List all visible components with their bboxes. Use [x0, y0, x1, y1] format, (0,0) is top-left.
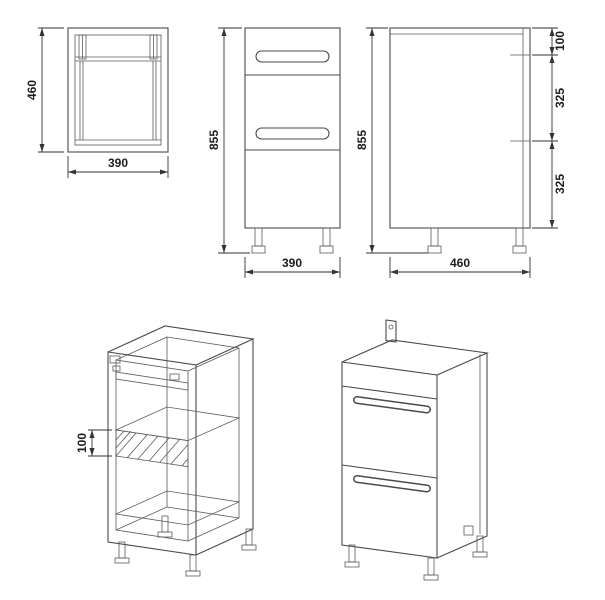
iso-carcass-view: 100 — [75, 325, 257, 577]
side-view-segment-dimensions: 100 325 325 — [532, 27, 567, 229]
iso-assembled-outline — [341, 339, 490, 559]
leg-plate — [463, 525, 474, 536]
dim-label-top-width: 390 — [108, 156, 128, 170]
dim-label-side-width: 460 — [450, 256, 470, 270]
iso-assembled-view — [341, 319, 490, 581]
hinge-plate — [112, 365, 121, 372]
top-view: 460 390 — [25, 27, 169, 178]
iso-carcass-shelf-dimension: 100 — [75, 429, 112, 457]
dim-label-top-height: 460 — [25, 80, 39, 100]
hinge-plate — [109, 355, 121, 364]
top-view-height-dimension: 460 — [25, 27, 64, 153]
top-view-outline — [67, 27, 169, 153]
front-view-width-dimension: 390 — [244, 256, 341, 278]
hatching — [115, 430, 189, 466]
side-view-outline — [389, 27, 531, 254]
iso-drawer-handles — [353, 396, 431, 493]
front-view: 855 390 — [207, 27, 341, 278]
front-view-outline — [244, 27, 341, 254]
dim-label-side-height: 855 — [355, 130, 369, 150]
side-view: 855 100 325 325 460 — [355, 27, 567, 278]
front-view-height-dimension: 855 — [207, 27, 250, 254]
dim-label-segment-middle: 325 — [553, 88, 567, 108]
dim-label-segment-bottom: 325 — [553, 174, 567, 194]
iso-carcass-legs — [114, 515, 257, 577]
wall-mount-bracket — [385, 319, 397, 343]
iso-assembled-legs — [344, 535, 488, 581]
drawer-handle-slot — [255, 127, 330, 140]
front-top-rail — [115, 371, 189, 391]
dim-label-front-height: 855 — [207, 130, 221, 150]
front-left-leg — [251, 227, 266, 254]
bottom-panel — [114, 490, 241, 526]
side-rear-leg — [512, 227, 527, 254]
dim-label-front-width: 390 — [282, 256, 302, 270]
side-view-height-dimension: 855 — [355, 27, 428, 254]
front-right-leg — [319, 227, 334, 254]
side-view-width-dimension: 460 — [389, 256, 531, 278]
iso-carcass-shelf-band — [114, 406, 241, 468]
mount-bracket — [169, 373, 180, 381]
side-front-leg — [427, 227, 442, 254]
top-view-width-dimension: 390 — [67, 156, 169, 178]
dim-label-shelf-height: 100 — [75, 433, 89, 453]
dim-label-segment-top: 100 — [553, 31, 567, 51]
drawer-handle-slot — [255, 50, 330, 63]
